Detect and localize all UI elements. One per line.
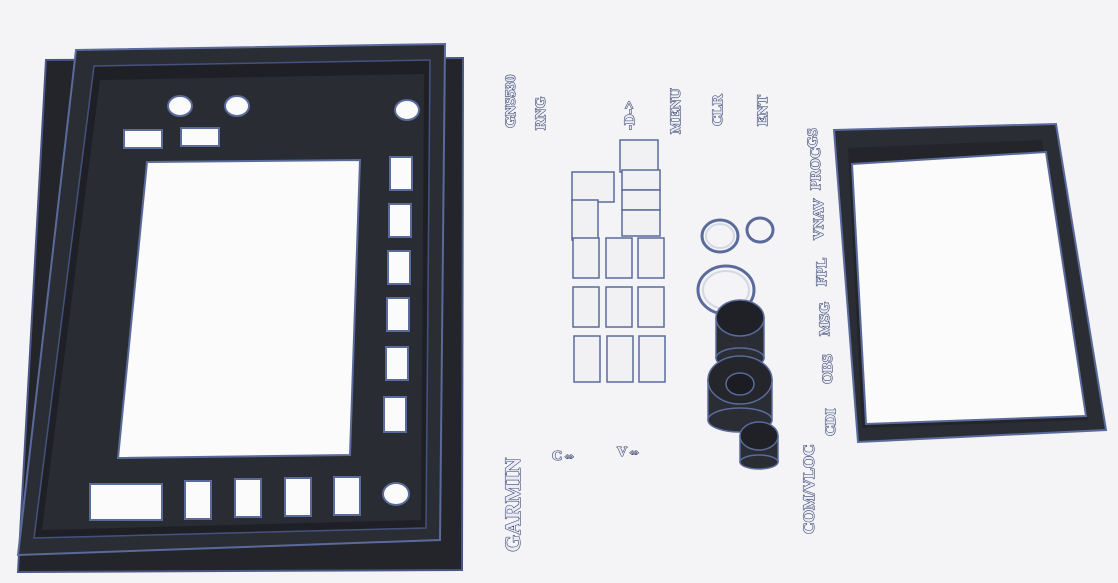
key-cap[interactable] bbox=[605, 286, 633, 328]
label-menu[interactable]: MENU bbox=[667, 87, 684, 134]
back-frame[interactable] bbox=[832, 122, 1108, 444]
button-slot bbox=[89, 483, 163, 521]
button-slot bbox=[383, 396, 407, 433]
key-cap[interactable] bbox=[638, 335, 666, 383]
key-cap[interactable] bbox=[573, 335, 601, 383]
label-msg[interactable]: MSG bbox=[816, 301, 833, 337]
label-cursor-v[interactable]: V⇔ bbox=[616, 444, 641, 460]
key-cap[interactable] bbox=[605, 237, 633, 279]
button-slot bbox=[389, 156, 413, 191]
key-cap[interactable] bbox=[637, 286, 665, 328]
knob-hole-3 bbox=[394, 99, 420, 121]
key-cap[interactable] bbox=[621, 209, 661, 237]
ring[interactable] bbox=[745, 216, 775, 244]
button-slot bbox=[388, 203, 412, 238]
button-slot bbox=[180, 127, 220, 147]
ring[interactable] bbox=[700, 218, 740, 254]
labels-group[interactable]: GNS530 RNG -D-> MENU CLR ENT C⇔ V⇔ GARMI… bbox=[499, 74, 839, 552]
button-slot bbox=[387, 250, 411, 285]
label-cdi[interactable]: CDI bbox=[822, 408, 839, 437]
knob-concentric[interactable] bbox=[707, 355, 773, 433]
label-direct-to[interactable]: -D-> bbox=[621, 100, 638, 130]
key-caps-group[interactable] bbox=[571, 139, 666, 383]
front-bezel[interactable] bbox=[16, 42, 465, 574]
label-ent[interactable]: ENT bbox=[754, 95, 771, 127]
key-cap[interactable] bbox=[571, 171, 615, 203]
label-obs[interactable]: OBS bbox=[819, 353, 836, 384]
label-rng[interactable]: RNG bbox=[532, 96, 549, 131]
label-gs[interactable]: GS bbox=[804, 127, 821, 148]
label-cursor-c[interactable]: C⇔ bbox=[551, 448, 576, 464]
button-slot bbox=[385, 346, 409, 381]
key-cap[interactable] bbox=[606, 335, 634, 383]
label-proc[interactable]: PROC bbox=[807, 147, 824, 191]
label-vnav[interactable]: VNAV bbox=[810, 198, 827, 241]
display-window bbox=[116, 158, 362, 460]
label-fpl[interactable]: FPL bbox=[813, 257, 830, 286]
key-cap[interactable] bbox=[621, 169, 661, 191]
key-cap[interactable] bbox=[572, 237, 600, 279]
button-slot bbox=[284, 477, 312, 517]
ring[interactable] bbox=[705, 223, 735, 249]
button-slot bbox=[184, 480, 212, 520]
label-clr[interactable]: CLR bbox=[709, 94, 726, 127]
key-cap[interactable] bbox=[572, 286, 600, 328]
key-cap[interactable] bbox=[637, 237, 665, 279]
label-garmin[interactable]: GARMIN bbox=[499, 457, 525, 552]
knobs-group[interactable] bbox=[696, 216, 779, 470]
knob-small[interactable] bbox=[739, 421, 779, 470]
knob-hole-2 bbox=[224, 95, 250, 117]
button-slot bbox=[333, 476, 361, 516]
label-com-vloc[interactable]: COM/VLOC bbox=[800, 444, 818, 535]
label-gns530[interactable]: GNS530 bbox=[502, 74, 519, 128]
key-cap[interactable] bbox=[571, 199, 599, 241]
button-slot bbox=[123, 129, 163, 149]
key-cap[interactable] bbox=[621, 189, 661, 211]
button-slot bbox=[386, 297, 410, 332]
button-slot bbox=[234, 478, 262, 518]
key-cap[interactable] bbox=[619, 139, 659, 173]
knob-hole-4 bbox=[382, 482, 410, 506]
knob-hole-1 bbox=[167, 95, 193, 117]
